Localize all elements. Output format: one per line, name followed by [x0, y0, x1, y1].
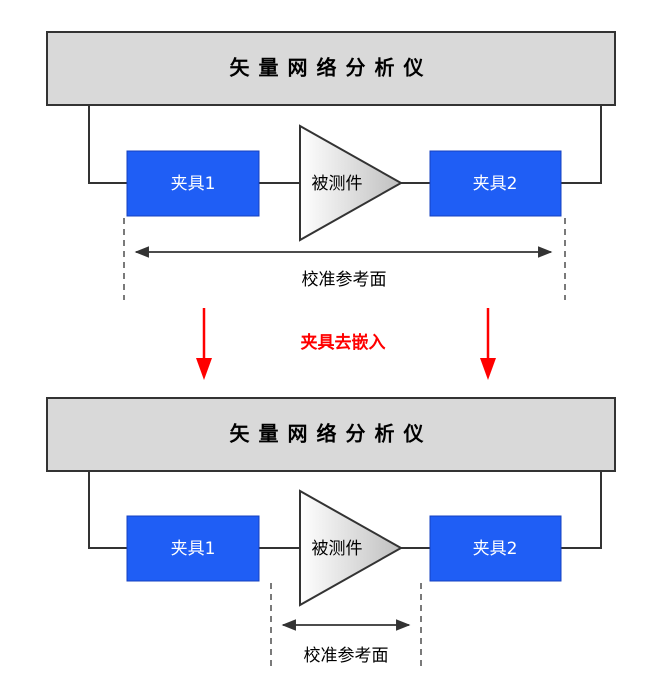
bottom-setup: 矢量网络分析仪 夹具1 被测件 夹具2 校准参考面 [46, 397, 616, 668]
bottom-fixture-1-label: 夹具1 [171, 539, 216, 559]
bottom-dut: 被测件 [299, 489, 404, 607]
amplifier-triangle-icon [299, 489, 404, 607]
top-dut-label: 被测件 [312, 174, 363, 194]
down-arrow-icon [196, 308, 212, 380]
bottom-reference-plane: 校准参考面 [270, 583, 422, 668]
top-dut: 被测件 [299, 124, 404, 242]
top-vna-box: 矢量网络分析仪 [46, 31, 616, 106]
bottom-reference-label: 校准参考面 [304, 646, 389, 666]
bottom-fixture-2: 夹具2 [429, 515, 562, 582]
bottom-fixture-1: 夹具1 [126, 515, 260, 582]
deembed-transition: 夹具去嵌入 [196, 308, 496, 380]
amplifier-triangle-icon [299, 124, 404, 242]
deembed-label: 夹具去嵌入 [301, 332, 386, 353]
top-fixture-1-label: 夹具1 [171, 174, 216, 194]
down-arrow-icon [480, 308, 496, 380]
top-fixture-1: 夹具1 [126, 150, 260, 217]
bottom-vna-box: 矢量网络分析仪 [46, 397, 616, 472]
bottom-vna-label: 矢量网络分析仪 [230, 422, 433, 446]
top-setup: 矢量网络分析仪 夹具1 被测件 夹具2 校准参考面 [46, 31, 616, 300]
top-cables [88, 105, 602, 184]
top-vna-label: 矢量网络分析仪 [230, 56, 433, 80]
bottom-cables [88, 471, 602, 549]
top-fixture-2-label: 夹具2 [473, 174, 518, 194]
top-fixture-2: 夹具2 [429, 150, 562, 217]
top-reference-plane: 校准参考面 [123, 218, 566, 300]
bottom-fixture-2-label: 夹具2 [473, 539, 518, 559]
bottom-dut-label: 被测件 [312, 539, 363, 559]
top-reference-label: 校准参考面 [302, 270, 387, 290]
